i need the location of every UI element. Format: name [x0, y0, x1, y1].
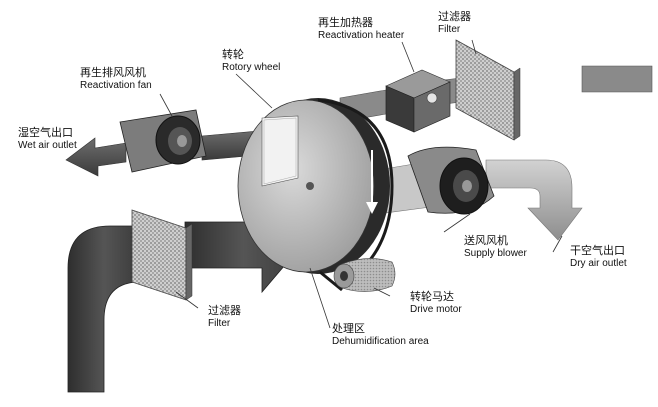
- label-drive-motor-en: Drive motor: [410, 304, 462, 315]
- label-filter-top-zh: 过滤器: [438, 10, 471, 23]
- label-rotor-en: Rotory wheel: [222, 62, 281, 73]
- drive-motor: [333, 258, 396, 292]
- filter-bottom: [131, 209, 193, 301]
- label-dehumidification-area: 处理区 Dehumidification area: [332, 322, 429, 348]
- label-wet-air-outlet-zh: 湿空气出口: [18, 126, 73, 139]
- reactivation-heater: [385, 69, 451, 133]
- label-supply-blower: 送风风机 Supply blower: [464, 234, 527, 260]
- reactivation-inlet-stream: [581, 65, 653, 93]
- filter-top: [455, 39, 521, 141]
- reactivation-fan: [119, 109, 207, 173]
- label-reactivation-fan-en: Reactivation fan: [80, 80, 152, 91]
- label-drive-motor-zh: 转轮马达: [410, 290, 454, 303]
- label-filter-bottom-zh: 过滤器: [208, 304, 241, 317]
- label-filter-top: 过滤器 Filter: [438, 10, 471, 36]
- label-dehumidification-area-zh: 处理区: [332, 322, 365, 335]
- label-reactivation-fan-zh: 再生排风风机: [80, 66, 146, 79]
- leader-lines: [159, 39, 563, 329]
- label-rotor: 转轮 Rotory wheel: [222, 48, 280, 74]
- supply-blower: [407, 146, 495, 215]
- label-rotor-zh: 转轮: [222, 48, 244, 61]
- label-filter-bottom: 过滤器 Filter: [208, 304, 241, 330]
- label-dry-air-outlet-en: Dry air outlet: [570, 258, 627, 269]
- label-reactivation-heater-en: Reactivation heater: [318, 30, 405, 41]
- label-supply-blower-en: Supply blower: [464, 248, 527, 259]
- rotor-wheel: [237, 98, 390, 274]
- wet-air-outlet-arrow: [65, 137, 127, 177]
- label-drive-motor: 转轮马达 Drive motor: [410, 290, 462, 316]
- label-dry-air-outlet-zh: 干空气出口: [570, 244, 625, 257]
- dry-air-outlet-arrow: [485, 159, 583, 241]
- label-supply-blower-zh: 送风风机: [464, 234, 508, 247]
- label-wet-air-outlet-en: Wet air outlet: [18, 140, 77, 151]
- label-filter-top-en: Filter: [438, 24, 461, 35]
- label-reactivation-heater-zh: 再生加热器: [318, 16, 373, 29]
- label-reactivation-heater: 再生加热器 Reactivation heater: [318, 16, 404, 42]
- process-airflow-duct: [67, 225, 141, 393]
- label-wet-air-outlet: 湿空气出口 Wet air outlet: [18, 126, 77, 152]
- label-reactivation-fan: 再生排风风机 Reactivation fan: [80, 66, 152, 92]
- label-filter-bottom-en: Filter: [208, 318, 231, 329]
- label-dry-air-outlet: 干空气出口 Dry air outlet: [570, 244, 627, 270]
- label-dehumidification-area-en: Dehumidification area: [332, 336, 429, 347]
